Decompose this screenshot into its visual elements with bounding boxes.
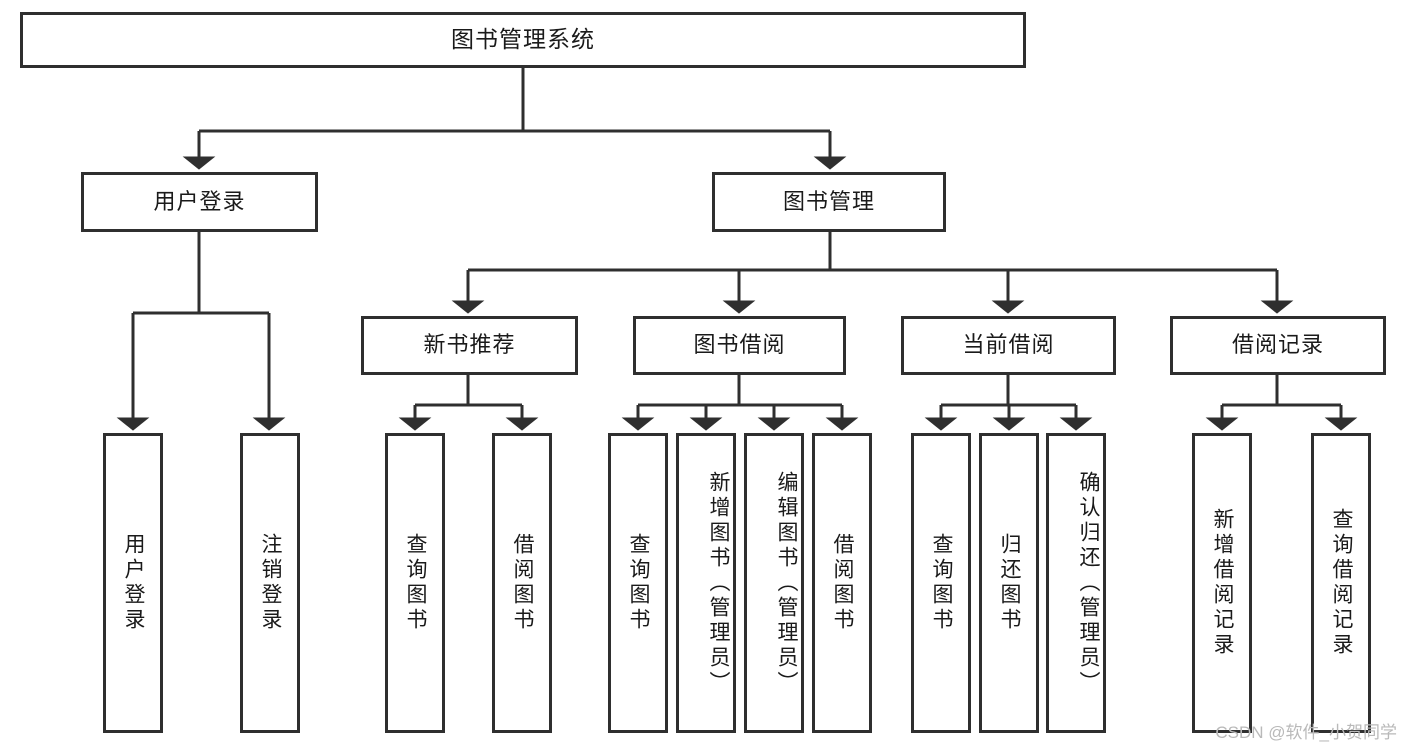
node-leaf-logout-label: 注销登录 [259, 533, 282, 633]
node-root-label: 图书管理系统 [451, 26, 595, 53]
node-leaf-return-book[interactable]: 归还图书 [979, 433, 1039, 733]
node-leaf-borrow-book-2[interactable]: 借阅图书 [812, 433, 872, 733]
node-leaf-borrow-book-1[interactable]: 借阅图书 [492, 433, 552, 733]
node-leaf-add-book-label: 新增图书（管理员） [707, 470, 730, 696]
node-leaf-query-book-1-label: 查询图书 [404, 533, 427, 633]
node-leaf-borrow-book-2-label: 借阅图书 [831, 533, 854, 633]
node-leaf-edit-book-label: 编辑图书（管理员） [775, 470, 798, 696]
node-leaf-confirm-return[interactable]: 确认归还（管理员） [1046, 433, 1106, 733]
node-user-login-label: 用户登录 [153, 188, 246, 214]
node-leaf-borrow-book-1-label: 借阅图书 [511, 533, 534, 633]
node-leaf-query-book-3-label: 查询图书 [930, 533, 953, 633]
node-leaf-query-book-3[interactable]: 查询图书 [911, 433, 971, 733]
node-leaf-add-book[interactable]: 新增图书（管理员） [676, 433, 736, 733]
node-new-book-rec[interactable]: 新书推荐 [361, 316, 578, 375]
node-book-mgmt[interactable]: 图书管理 [712, 172, 946, 232]
node-leaf-query-book-1[interactable]: 查询图书 [385, 433, 445, 733]
node-borrow-record[interactable]: 借阅记录 [1170, 316, 1386, 375]
node-root[interactable]: 图书管理系统 [20, 12, 1026, 68]
node-leaf-edit-book[interactable]: 编辑图书（管理员） [744, 433, 804, 733]
node-leaf-add-record-label: 新增借阅记录 [1211, 508, 1234, 658]
watermark: CSDN @软件_小贺同学 [1215, 723, 1397, 742]
node-current-borrow[interactable]: 当前借阅 [901, 316, 1116, 375]
node-user-login[interactable]: 用户登录 [81, 172, 318, 232]
node-book-borrow[interactable]: 图书借阅 [633, 316, 846, 375]
node-book-borrow-label: 图书借阅 [693, 332, 786, 358]
node-leaf-return-book-label: 归还图书 [998, 533, 1021, 633]
node-book-mgmt-label: 图书管理 [782, 188, 875, 214]
node-leaf-logout[interactable]: 注销登录 [240, 433, 300, 733]
node-leaf-query-record-label: 查询借阅记录 [1330, 508, 1353, 658]
node-leaf-query-record[interactable]: 查询借阅记录 [1311, 433, 1371, 733]
node-current-borrow-label: 当前借阅 [962, 332, 1055, 358]
node-borrow-record-label: 借阅记录 [1231, 332, 1324, 358]
node-leaf-user-login-label: 用户登录 [122, 533, 145, 633]
node-leaf-user-login[interactable]: 用户登录 [103, 433, 163, 733]
node-leaf-confirm-return-label: 确认归还（管理员） [1077, 470, 1100, 696]
node-leaf-add-record[interactable]: 新增借阅记录 [1192, 433, 1252, 733]
node-leaf-query-book-2[interactable]: 查询图书 [608, 433, 668, 733]
node-leaf-query-book-2-label: 查询图书 [627, 533, 650, 633]
node-new-book-rec-label: 新书推荐 [423, 332, 516, 358]
